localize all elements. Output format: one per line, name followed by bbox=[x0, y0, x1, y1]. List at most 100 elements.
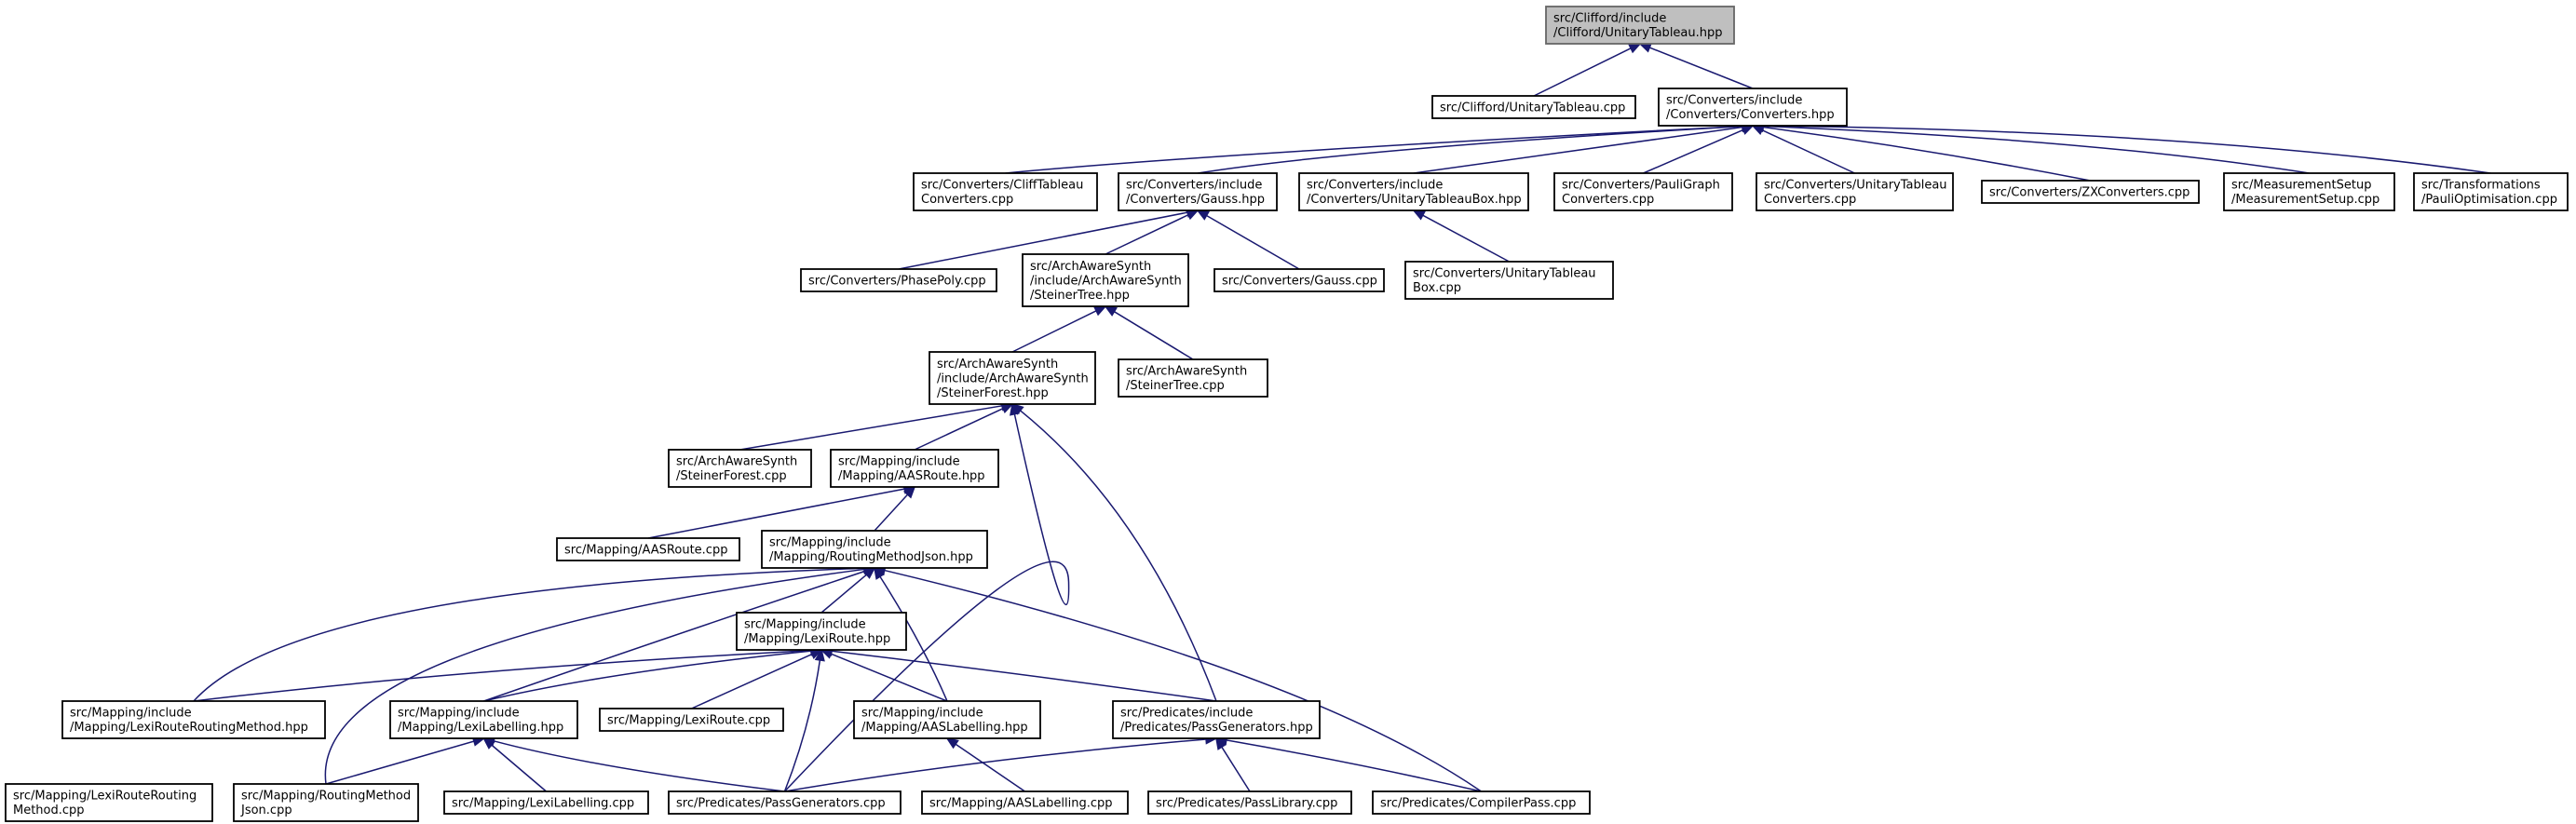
edge-compiler_pass_cpp-to-routing_method_json_hpp bbox=[873, 565, 1482, 792]
edge-pauli_optimisation_cpp-to-converters_hpp bbox=[1751, 120, 2491, 174]
edge-line bbox=[1533, 47, 1632, 97]
edge-line bbox=[493, 740, 785, 792]
node-unitary-tableau-box-cpp[interactable]: src/Converters/UnitaryTableauBox.cpp bbox=[1404, 261, 1614, 300]
edge-line bbox=[739, 405, 1003, 451]
node-lexi-route-routing-method-cpp[interactable]: src/Mapping/LexiRouteRoutingMethod.cpp bbox=[5, 783, 213, 822]
node-aas-labelling-cpp[interactable]: src/Mapping/AASLabelling.cpp bbox=[921, 790, 1129, 815]
node-steiner-forest-hpp[interactable]: src/ArchAwareSynth/include/ArchAwareSynt… bbox=[929, 351, 1096, 405]
node-label-line: src/Predicates/PassLibrary.cpp bbox=[1156, 796, 1337, 810]
edge-steiner_tree_hpp-to-gauss_hpp bbox=[1105, 209, 1200, 255]
node-label-line: src/Converters/include bbox=[1307, 179, 1443, 193]
node-lexi-labelling-cpp[interactable]: src/Mapping/LexiLabelling.cpp bbox=[443, 790, 649, 815]
node-label-line: src/Mapping/RoutingMethod bbox=[241, 790, 411, 804]
node-label-line: src/ArchAwareSynth bbox=[676, 455, 797, 469]
node-cliff-tableau-converters-cpp[interactable]: src/Converters/CliffTableauConverters.cp… bbox=[913, 172, 1098, 211]
node-label-line: /Converters/Converters.hpp bbox=[1666, 108, 1835, 122]
node-compiler-pass-cpp[interactable]: src/Predicates/CompilerPass.cpp bbox=[1372, 790, 1591, 815]
node-box bbox=[1404, 261, 1614, 300]
node-pass-generators-hpp[interactable]: src/Predicates/include/Predicates/PassGe… bbox=[1112, 700, 1321, 739]
edge-line bbox=[491, 744, 547, 792]
edge-line bbox=[193, 649, 812, 702]
node-measurement-setup-cpp[interactable]: src/MeasurementSetup/MeasurementSetup.cp… bbox=[2223, 172, 2395, 211]
node-phase-poly-cpp[interactable]: src/Converters/PhasePoly.cpp bbox=[800, 268, 997, 292]
edge-steiner_forest_hpp-to-steiner_tree_hpp bbox=[1011, 305, 1107, 353]
edge-routing_method_json_hpp-to-aas_route_hpp bbox=[874, 485, 916, 532]
node-label-line: /Mapping/LexiRoute.hpp bbox=[744, 632, 890, 646]
node-unitary-tableau-hpp: src/Clifford/include/Clifford/UnitaryTab… bbox=[1545, 6, 1735, 45]
node-lexi-labelling-hpp[interactable]: src/Mapping/include/Mapping/LexiLabellin… bbox=[389, 700, 578, 739]
edge-steiner_tree_cpp-to-steiner_tree_hpp bbox=[1104, 304, 1194, 360]
arrowhead bbox=[1412, 209, 1427, 221]
node-lexi-route-routing-method-hpp[interactable]: src/Mapping/include/Mapping/LexiRouteRou… bbox=[61, 700, 326, 739]
node-converters-hpp[interactable]: src/Converters/include/Converters/Conver… bbox=[1658, 88, 1848, 127]
edge-compiler_pass_cpp-to-pass_generators_hpp bbox=[1214, 735, 1482, 792]
node-pauli-optimisation-cpp[interactable]: src/Transformations/PauliOptimisation.cp… bbox=[2413, 172, 2569, 211]
node-label-line: src/Converters/CliffTableau bbox=[921, 179, 1083, 193]
node-box bbox=[913, 172, 1098, 211]
node-steiner-tree-cpp[interactable]: src/ArchAwareSynth/SteinerTree.cpp bbox=[1118, 358, 1268, 398]
arrowhead bbox=[1638, 43, 1652, 53]
node-box bbox=[599, 708, 784, 732]
node-unitary-tableau-cpp[interactable]: src/Clifford/UnitaryTableau.cpp bbox=[1431, 95, 1636, 119]
edge-line bbox=[325, 740, 475, 785]
edge-line bbox=[784, 738, 1207, 792]
edge-line bbox=[1221, 746, 1251, 792]
nodes: src/Clifford/include/Clifford/UnitaryTab… bbox=[5, 6, 2569, 822]
edge-zx_converters_cpp-to-converters_hpp bbox=[1751, 121, 2091, 182]
node-steiner-tree-hpp[interactable]: src/ArchAwareSynth/include/ArchAwareSynt… bbox=[1022, 253, 1189, 307]
node-label-line: /Mapping/AASLabelling.hpp bbox=[861, 721, 1028, 735]
node-pass-generators-cpp[interactable]: src/Predicates/PassGenerators.cpp bbox=[668, 790, 902, 815]
edge-line bbox=[483, 650, 812, 702]
node-box bbox=[1118, 358, 1268, 398]
node-label-line: /SteinerForest.hpp bbox=[937, 386, 1049, 400]
node-label-line: src/Converters/include bbox=[1126, 179, 1262, 193]
node-label-line: src/ArchAwareSynth bbox=[937, 358, 1058, 371]
node-label-line: /Mapping/LexiRouteRoutingMethod.hpp bbox=[70, 721, 308, 735]
node-routing-method-json-cpp[interactable]: src/Mapping/RoutingMethodJson.cpp bbox=[233, 783, 419, 822]
node-pass-library-cpp[interactable]: src/Predicates/PassLibrary.cpp bbox=[1147, 790, 1352, 815]
node-label-line: src/Mapping/include bbox=[398, 707, 520, 721]
node-box bbox=[389, 700, 578, 739]
edge-line bbox=[1422, 214, 1510, 263]
node-label-line: /Converters/Gauss.hpp bbox=[1126, 193, 1265, 207]
edge-line bbox=[1020, 410, 1217, 702]
node-unitary-tableau-converters-cpp[interactable]: src/Converters/UnitaryTableauConverters.… bbox=[1756, 172, 1954, 211]
node-gauss-cpp[interactable]: src/Converters/Gauss.cpp bbox=[1213, 268, 1385, 292]
edge-line bbox=[879, 575, 948, 702]
node-lexi-route-hpp[interactable]: src/Mapping/include/Mapping/LexiRoute.hp… bbox=[736, 612, 907, 651]
edge-line bbox=[914, 407, 1004, 451]
node-label-line: /Mapping/LexiLabelling.hpp bbox=[398, 721, 563, 735]
node-box bbox=[1981, 180, 2200, 204]
node-box bbox=[761, 530, 988, 569]
node-label-line: Converters.cpp bbox=[1764, 193, 1856, 207]
node-label-line: /Clifford/UnitaryTableau.hpp bbox=[1553, 26, 1723, 40]
edge-line bbox=[1762, 125, 2310, 174]
node-label-line: src/Clifford/include bbox=[1553, 12, 1666, 26]
node-label-line: src/Converters/PhasePoly.cpp bbox=[808, 274, 986, 288]
node-box bbox=[1431, 95, 1636, 119]
node-routing-method-json-hpp[interactable]: src/Mapping/include/Mapping/RoutingMetho… bbox=[761, 530, 988, 569]
node-steiner-forest-cpp[interactable]: src/ArchAwareSynth/SteinerForest.cpp bbox=[668, 449, 812, 488]
edge-line bbox=[1413, 126, 1743, 174]
node-label-line: src/Mapping/include bbox=[744, 618, 866, 632]
edge-line bbox=[1226, 739, 1482, 792]
node-box bbox=[1298, 172, 1529, 211]
node-label-line: /SteinerTree.hpp bbox=[1030, 289, 1130, 303]
edge-line bbox=[898, 211, 1188, 270]
arrowhead bbox=[1104, 304, 1118, 317]
edge-aas_labelling_cpp-to-aas_labelling_hpp bbox=[945, 736, 1025, 792]
node-aas-route-hpp[interactable]: src/Mapping/include/Mapping/AASRoute.hpp bbox=[830, 449, 999, 488]
edge-line bbox=[1643, 128, 1744, 174]
edge-line bbox=[874, 493, 909, 532]
node-label-line: src/Mapping/include bbox=[70, 707, 192, 721]
node-aas-route-cpp[interactable]: src/Mapping/AASRoute.cpp bbox=[556, 537, 740, 561]
edge-pass_generators_hpp-to-steiner_forest_hpp bbox=[1010, 402, 1217, 702]
node-lexi-route-cpp[interactable]: src/Mapping/LexiRoute.cpp bbox=[599, 708, 784, 732]
node-label-line: src/Mapping/AASRoute.cpp bbox=[564, 543, 727, 557]
arrowhead bbox=[1092, 305, 1107, 317]
node-unitary-tableau-box-hpp[interactable]: src/Converters/include/Converters/Unitar… bbox=[1298, 172, 1529, 211]
node-zx-converters-cpp[interactable]: src/Converters/ZXConverters.cpp bbox=[1981, 180, 2200, 204]
node-gauss-hpp[interactable]: src/Converters/include/Converters/Gauss.… bbox=[1118, 172, 1278, 211]
node-aas-labelling-hpp[interactable]: src/Mapping/include/Mapping/AASLabelling… bbox=[853, 700, 1041, 739]
